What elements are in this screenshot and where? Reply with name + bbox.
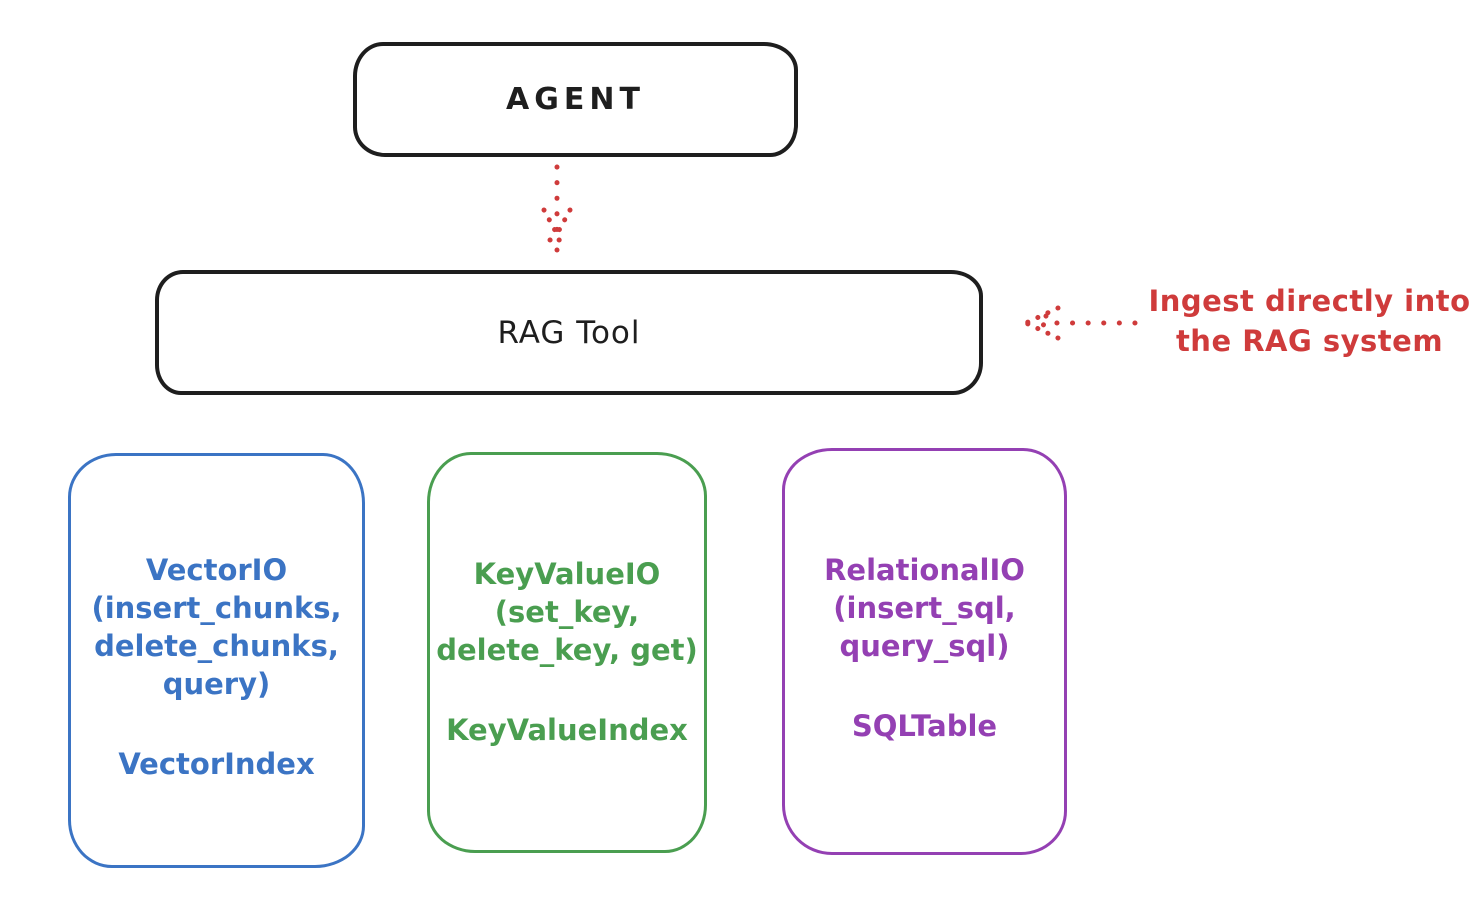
relationalio-line: query_sql) [839, 629, 1010, 663]
relationalio-line: RelationalIO [824, 553, 1025, 587]
vectorio-line: query) [162, 667, 271, 701]
keyvalueio-line: KeyValueIO [473, 557, 661, 591]
ingest-annotation-line1: Ingest directly into [1148, 284, 1471, 318]
relationalio-table-label: SQLTable [851, 709, 998, 743]
agent-node: AGENT [353, 42, 798, 157]
relationalio-line: (insert_sql, [833, 591, 1016, 625]
agent-to-ragtool-arrow-icon [541, 164, 573, 253]
vectorio-line: (insert_chunks, [91, 591, 342, 625]
keyvalueio-node: KeyValueIO (set_key, delete_key, get) Ke… [427, 452, 707, 853]
vectorio-line: VectorIO [145, 553, 288, 587]
keyvalueio-line: (set_key, [494, 595, 640, 629]
vectorio-line: delete_chunks, [94, 629, 339, 663]
ingest-annotation-arrow-icon [1023, 305, 1138, 341]
ingest-annotation: Ingest directly into the RAG system [1135, 281, 1484, 361]
vectorio-node: VectorIO (insert_chunks, delete_chunks, … [68, 453, 365, 868]
rag-tool-label: RAG Tool [497, 314, 641, 351]
ingest-annotation-line2: the RAG system [1175, 324, 1444, 358]
rag-tool-node: RAG Tool [155, 270, 983, 395]
vectorio-index-label: VectorIndex [118, 747, 315, 781]
keyvalueio-index-label: KeyValueIndex [446, 713, 688, 747]
relationalio-node: RelationalIO (insert_sql, query_sql) SQL… [782, 448, 1067, 855]
keyvalueio-line: delete_key, get) [436, 633, 698, 667]
agent-label: AGENT [506, 82, 645, 117]
